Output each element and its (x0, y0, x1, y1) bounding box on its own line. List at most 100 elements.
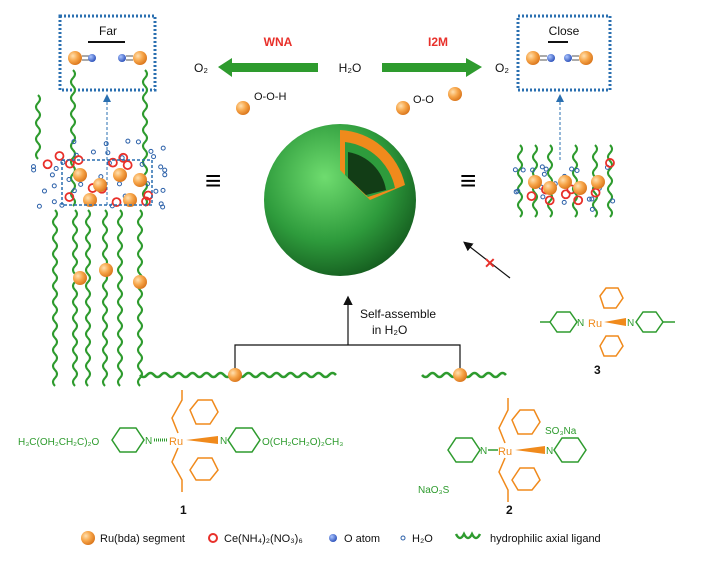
hydrophilic-chain (572, 144, 578, 218)
svg-text:Ru: Ru (588, 318, 602, 330)
blue-sphere-icon (329, 534, 337, 542)
ru-segment (453, 368, 467, 382)
water-molecule (51, 183, 57, 189)
green-wave-icon (454, 531, 482, 540)
ru-segment (99, 263, 113, 277)
svg-text:N: N (220, 436, 227, 447)
water-molecule (90, 149, 96, 155)
ru-segment (528, 175, 542, 189)
ru-segment (93, 178, 107, 192)
legend-h2o: H₂O (412, 533, 433, 545)
ce-oxidant (42, 159, 53, 170)
ru-segment (133, 275, 147, 289)
water-molecule (105, 150, 111, 156)
water-molecule (543, 166, 549, 172)
water-molecule (160, 204, 166, 210)
ce-oxidant (573, 195, 584, 206)
ce-oxidant (107, 157, 118, 168)
hydrophilic-chain (517, 144, 523, 218)
ru-segment (83, 193, 97, 207)
svg-text:NaO₃S: NaO₃S (418, 485, 450, 496)
equivalent-left: ≡ (205, 165, 221, 196)
cross-icon: ✕ (484, 255, 496, 271)
svg-text:2: 2 (506, 503, 513, 517)
water-molecule (66, 176, 72, 182)
water-molecule (30, 164, 36, 170)
water-molecule (78, 181, 84, 187)
compound-1: H₃C(OH₂CH₂C)₂O N Ru N O(CH₂CH₂O)₂CH₃ 1 (18, 390, 343, 517)
svg-text:O-O-H: O-O-H (254, 91, 286, 103)
wna-arrow (218, 58, 318, 77)
water-molecule (139, 161, 145, 167)
close-box: Close (516, 14, 612, 160)
svg-text:Ru: Ru (169, 436, 183, 448)
svg-text:N: N (627, 318, 634, 329)
hydrophilic-chain (85, 209, 91, 387)
water-molecule (71, 139, 77, 145)
ce-oxidant (122, 160, 133, 170)
hydrophilic-chain (35, 94, 41, 160)
water-molecule (135, 139, 141, 145)
hydrophilic-chain (102, 209, 108, 387)
svg-text:N: N (145, 436, 152, 447)
hydrophilic-chain (137, 209, 143, 387)
water-molecule (610, 198, 616, 204)
water-molecule (162, 172, 168, 178)
svg-text:Ru: Ru (498, 446, 512, 458)
ru-segment (573, 181, 587, 195)
svg-text:3: 3 (594, 363, 601, 377)
wna-intermediate: O-O-H (236, 91, 286, 115)
svg-text:N: N (577, 318, 584, 329)
monomer-chains (139, 368, 507, 382)
water-molecule (51, 199, 57, 205)
water-molecule (103, 141, 109, 147)
water-molecule (539, 164, 545, 170)
hydrophilic-chain (547, 144, 553, 218)
ru-segment (591, 175, 605, 189)
water-molecule (162, 167, 168, 173)
svg-text:N: N (480, 446, 487, 457)
water-molecule (160, 187, 166, 193)
ce-oxidant (64, 158, 75, 169)
hydrophilic-chain (72, 209, 78, 387)
svg-text:N: N (546, 446, 553, 457)
orange-sphere-icon (81, 531, 95, 545)
water-molecule (589, 206, 595, 212)
water-molecule (71, 188, 77, 194)
ce-oxidant (64, 192, 75, 202)
left-micelle (30, 69, 168, 387)
ce-oxidant (54, 151, 65, 161)
svg-text:O-O: O-O (413, 94, 434, 106)
self-assemble-solvent: in H₂O (372, 323, 407, 337)
ce-oxidant (526, 191, 537, 202)
water-molecule (540, 194, 546, 200)
ru-segment (73, 168, 87, 182)
water-molecule (160, 145, 166, 151)
ru-segment (558, 175, 572, 189)
water-molecule (49, 172, 55, 178)
water-molecule (574, 168, 580, 174)
svg-text:SO₃Na: SO₃Na (545, 426, 577, 437)
wna-label: WNA (264, 35, 293, 49)
hydrophilic-chain (52, 209, 58, 387)
highlight-box (61, 159, 153, 206)
ru-segment (133, 173, 147, 187)
ce-oxidant (544, 195, 555, 206)
small-blue-circle-icon (400, 535, 406, 541)
water-molecule (153, 188, 159, 194)
water-molecule (151, 154, 157, 160)
far-label: Far (99, 24, 117, 38)
water-molecule (589, 196, 595, 202)
close-label: Close (549, 24, 580, 38)
water-molecule (41, 188, 47, 194)
water-molecule (569, 166, 575, 172)
self-assemble-text: Self-assemble (360, 307, 436, 321)
ru-segment (113, 168, 127, 182)
ce-oxidant (118, 152, 129, 163)
svg-text:H₃C(OH₂CH₂C)₂O: H₃C(OH₂CH₂C)₂O (18, 437, 99, 448)
hydrophilic-chain (70, 69, 76, 207)
i2m-intermediate: O-O (396, 87, 462, 115)
water-molecule (116, 181, 122, 187)
